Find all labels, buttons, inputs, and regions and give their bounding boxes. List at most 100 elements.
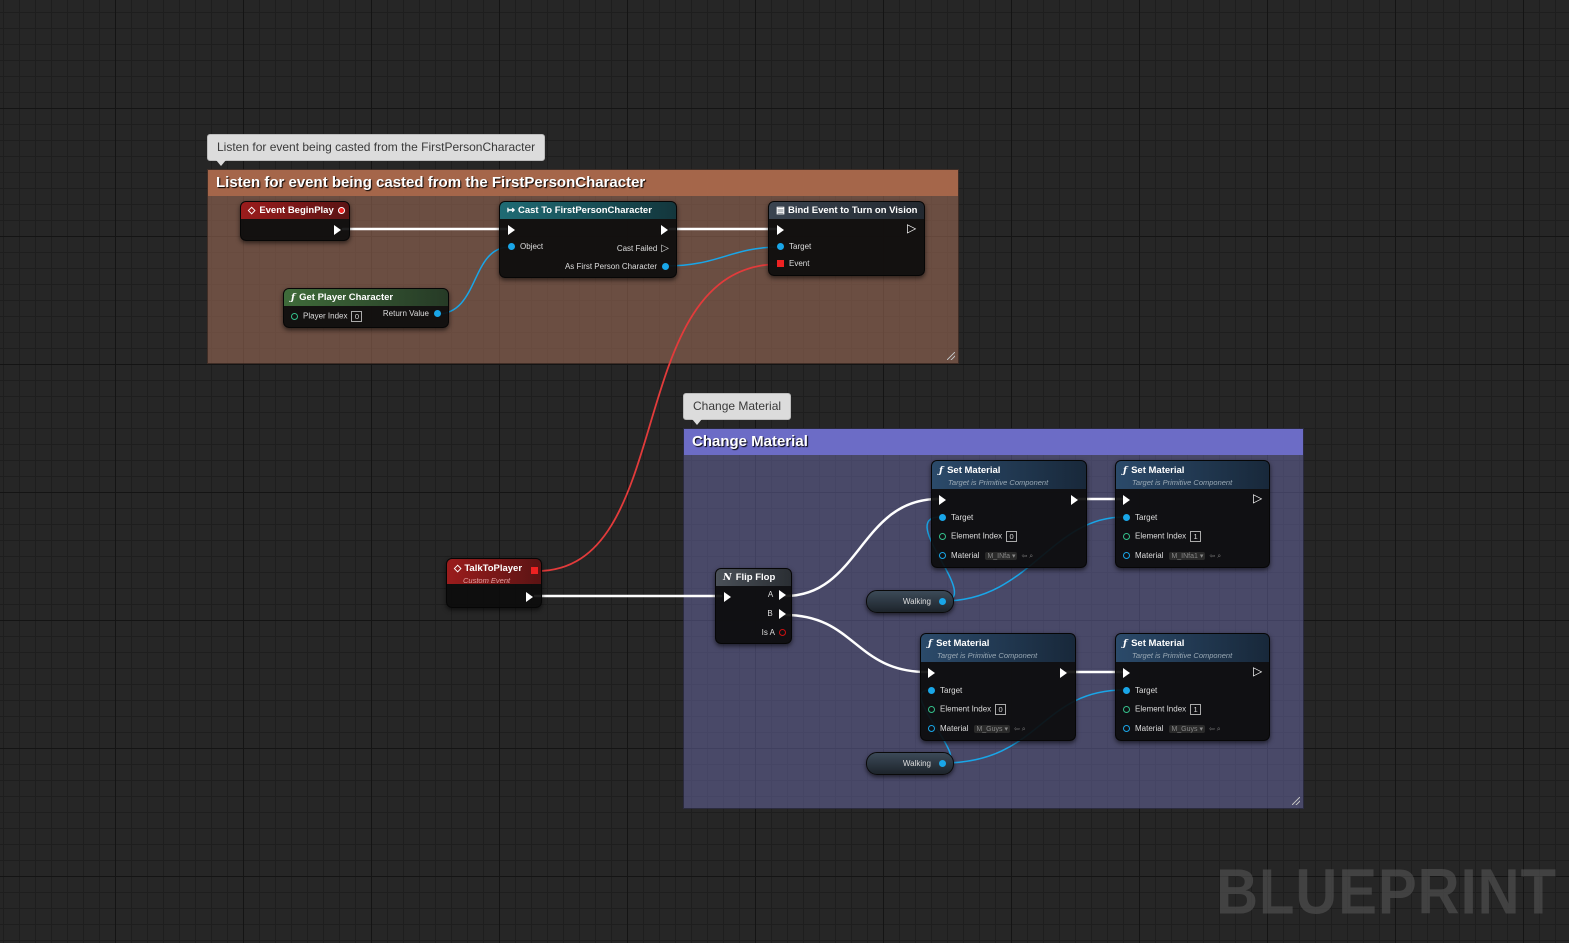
target-pin[interactable]: Target xyxy=(1123,513,1157,522)
exec-in-pin[interactable] xyxy=(777,225,784,235)
event-pin[interactable]: Event xyxy=(777,259,809,268)
exec-in-pin[interactable] xyxy=(1123,668,1130,678)
object-pin-icon[interactable] xyxy=(777,243,784,251)
event-begin-play-node[interactable]: ◇Event BeginPlay xyxy=(240,201,350,241)
target-pin[interactable]: Target xyxy=(777,242,811,251)
node-header[interactable]: ◇TalkToPlayer Custom Event xyxy=(447,559,541,585)
element-index-value[interactable]: 1 xyxy=(1190,531,1202,542)
comment-box-listen-title[interactable]: Listen for event being casted from the F… xyxy=(208,170,958,196)
int-pin-icon[interactable] xyxy=(928,706,935,713)
exec-hollow-out-pin-icon[interactable]: ▷ xyxy=(1253,491,1263,505)
walking-variable-node[interactable]: Walking xyxy=(866,590,954,613)
material-pin-icon[interactable] xyxy=(1123,725,1130,733)
walking-variable-node[interactable]: Walking xyxy=(866,752,954,775)
cast-failed-pin[interactable]: Cast Failed▷ xyxy=(617,243,669,254)
exec-out-pin[interactable] xyxy=(334,225,341,235)
exec-in-pin[interactable] xyxy=(928,668,935,678)
target-pin[interactable]: Target xyxy=(1123,686,1157,695)
exec-pin-icon[interactable] xyxy=(779,609,786,619)
material-pin-icon[interactable] xyxy=(1123,552,1130,560)
resize-handle[interactable] xyxy=(1292,797,1300,805)
object-pin-icon[interactable] xyxy=(939,514,946,522)
comment-bubble-change-material[interactable]: Change Material xyxy=(683,393,792,425)
material-pin-icon[interactable] xyxy=(939,552,946,560)
exec-hollow-out-pin-icon[interactable]: ▷ xyxy=(907,221,917,235)
exec-in-pin[interactable] xyxy=(508,225,515,235)
object-pin-icon[interactable] xyxy=(1123,687,1130,695)
int-pin-icon[interactable] xyxy=(1123,706,1130,713)
return-value-pin[interactable]: Return Value xyxy=(383,309,441,318)
exec-in-pin[interactable] xyxy=(724,592,731,602)
element-index-value[interactable]: 0 xyxy=(1006,531,1018,542)
delegate-pin-icon[interactable] xyxy=(777,260,784,268)
node-header[interactable]: ▤Bind Event to Turn on Vision xyxy=(769,202,924,219)
target-pin[interactable]: Target xyxy=(928,686,962,695)
b-pin[interactable]: B xyxy=(767,609,786,619)
exec-out-pin[interactable] xyxy=(1060,668,1067,678)
object-pin-icon[interactable] xyxy=(662,263,669,271)
object-pin[interactable]: Object xyxy=(508,242,543,251)
exec-in-pin[interactable] xyxy=(1123,495,1130,505)
element-index-value[interactable]: 0 xyxy=(995,704,1007,715)
bool-pin-icon[interactable] xyxy=(779,629,786,637)
exec-out-pin[interactable] xyxy=(526,592,533,602)
is-a-pin[interactable]: Is A xyxy=(762,628,786,637)
comment-box-change-title[interactable]: Change Material xyxy=(684,429,1303,455)
object-pin-icon[interactable] xyxy=(508,243,515,251)
player-index-value[interactable]: 0 xyxy=(351,311,363,322)
object-pin-icon[interactable] xyxy=(939,760,946,767)
int-pin-icon[interactable] xyxy=(1123,533,1130,540)
target-pin[interactable]: Target xyxy=(939,513,973,522)
browse-icon[interactable]: ⇦ ⌕ xyxy=(1021,553,1034,560)
delegate-pin-icon[interactable] xyxy=(531,567,538,574)
material-dropdown[interactable]: M_INfa1 ▾ xyxy=(1169,552,1206,560)
object-pin-icon[interactable] xyxy=(928,687,935,695)
exec-out-pin[interactable] xyxy=(1071,495,1078,505)
a-pin[interactable]: A xyxy=(768,590,786,600)
node-header[interactable]: ◇Event BeginPlay xyxy=(241,202,349,219)
node-header[interactable]: ↦Cast To FirstPersonCharacter xyxy=(500,202,676,219)
exec-hollow-pin-icon[interactable]: ▷ xyxy=(661,243,669,254)
exec-in-pin[interactable] xyxy=(939,495,946,505)
as-first-person-character-pin[interactable]: As First Person Character xyxy=(565,262,669,271)
material-dropdown[interactable]: M_INfa ▾ xyxy=(985,552,1018,560)
exec-hollow-out-pin-icon[interactable]: ▷ xyxy=(1253,664,1263,678)
material-dropdown[interactable]: M_Guys ▾ xyxy=(974,725,1010,733)
object-pin-icon[interactable] xyxy=(1123,514,1130,522)
material-pin-icon[interactable] xyxy=(928,725,935,733)
cast-to-first-person-character-node[interactable]: ↦Cast To FirstPersonCharacter Object Cas… xyxy=(499,201,677,278)
int-pin-icon[interactable] xyxy=(939,533,946,540)
material-dropdown[interactable]: M_Guys ▾ xyxy=(1169,725,1205,733)
talk-to-player-event-node[interactable]: ◇TalkToPlayer Custom Event xyxy=(446,558,542,608)
exec-out-pin[interactable] xyxy=(661,225,668,235)
exec-pin-icon[interactable] xyxy=(779,590,786,600)
int-pin-icon[interactable] xyxy=(291,313,298,320)
browse-icon[interactable]: ⇦ ⌕ xyxy=(1209,553,1222,560)
object-pin-icon[interactable] xyxy=(434,310,441,318)
resize-handle[interactable] xyxy=(947,352,955,360)
bind-event-node[interactable]: ▤Bind Event to Turn on Vision ▷ Target E… xyxy=(768,201,925,276)
object-pin-icon[interactable] xyxy=(939,598,946,605)
browse-icon[interactable]: ⇦ ⌕ xyxy=(1208,726,1221,733)
comment-bubble-listen[interactable]: Listen for event being casted from the F… xyxy=(207,134,546,166)
